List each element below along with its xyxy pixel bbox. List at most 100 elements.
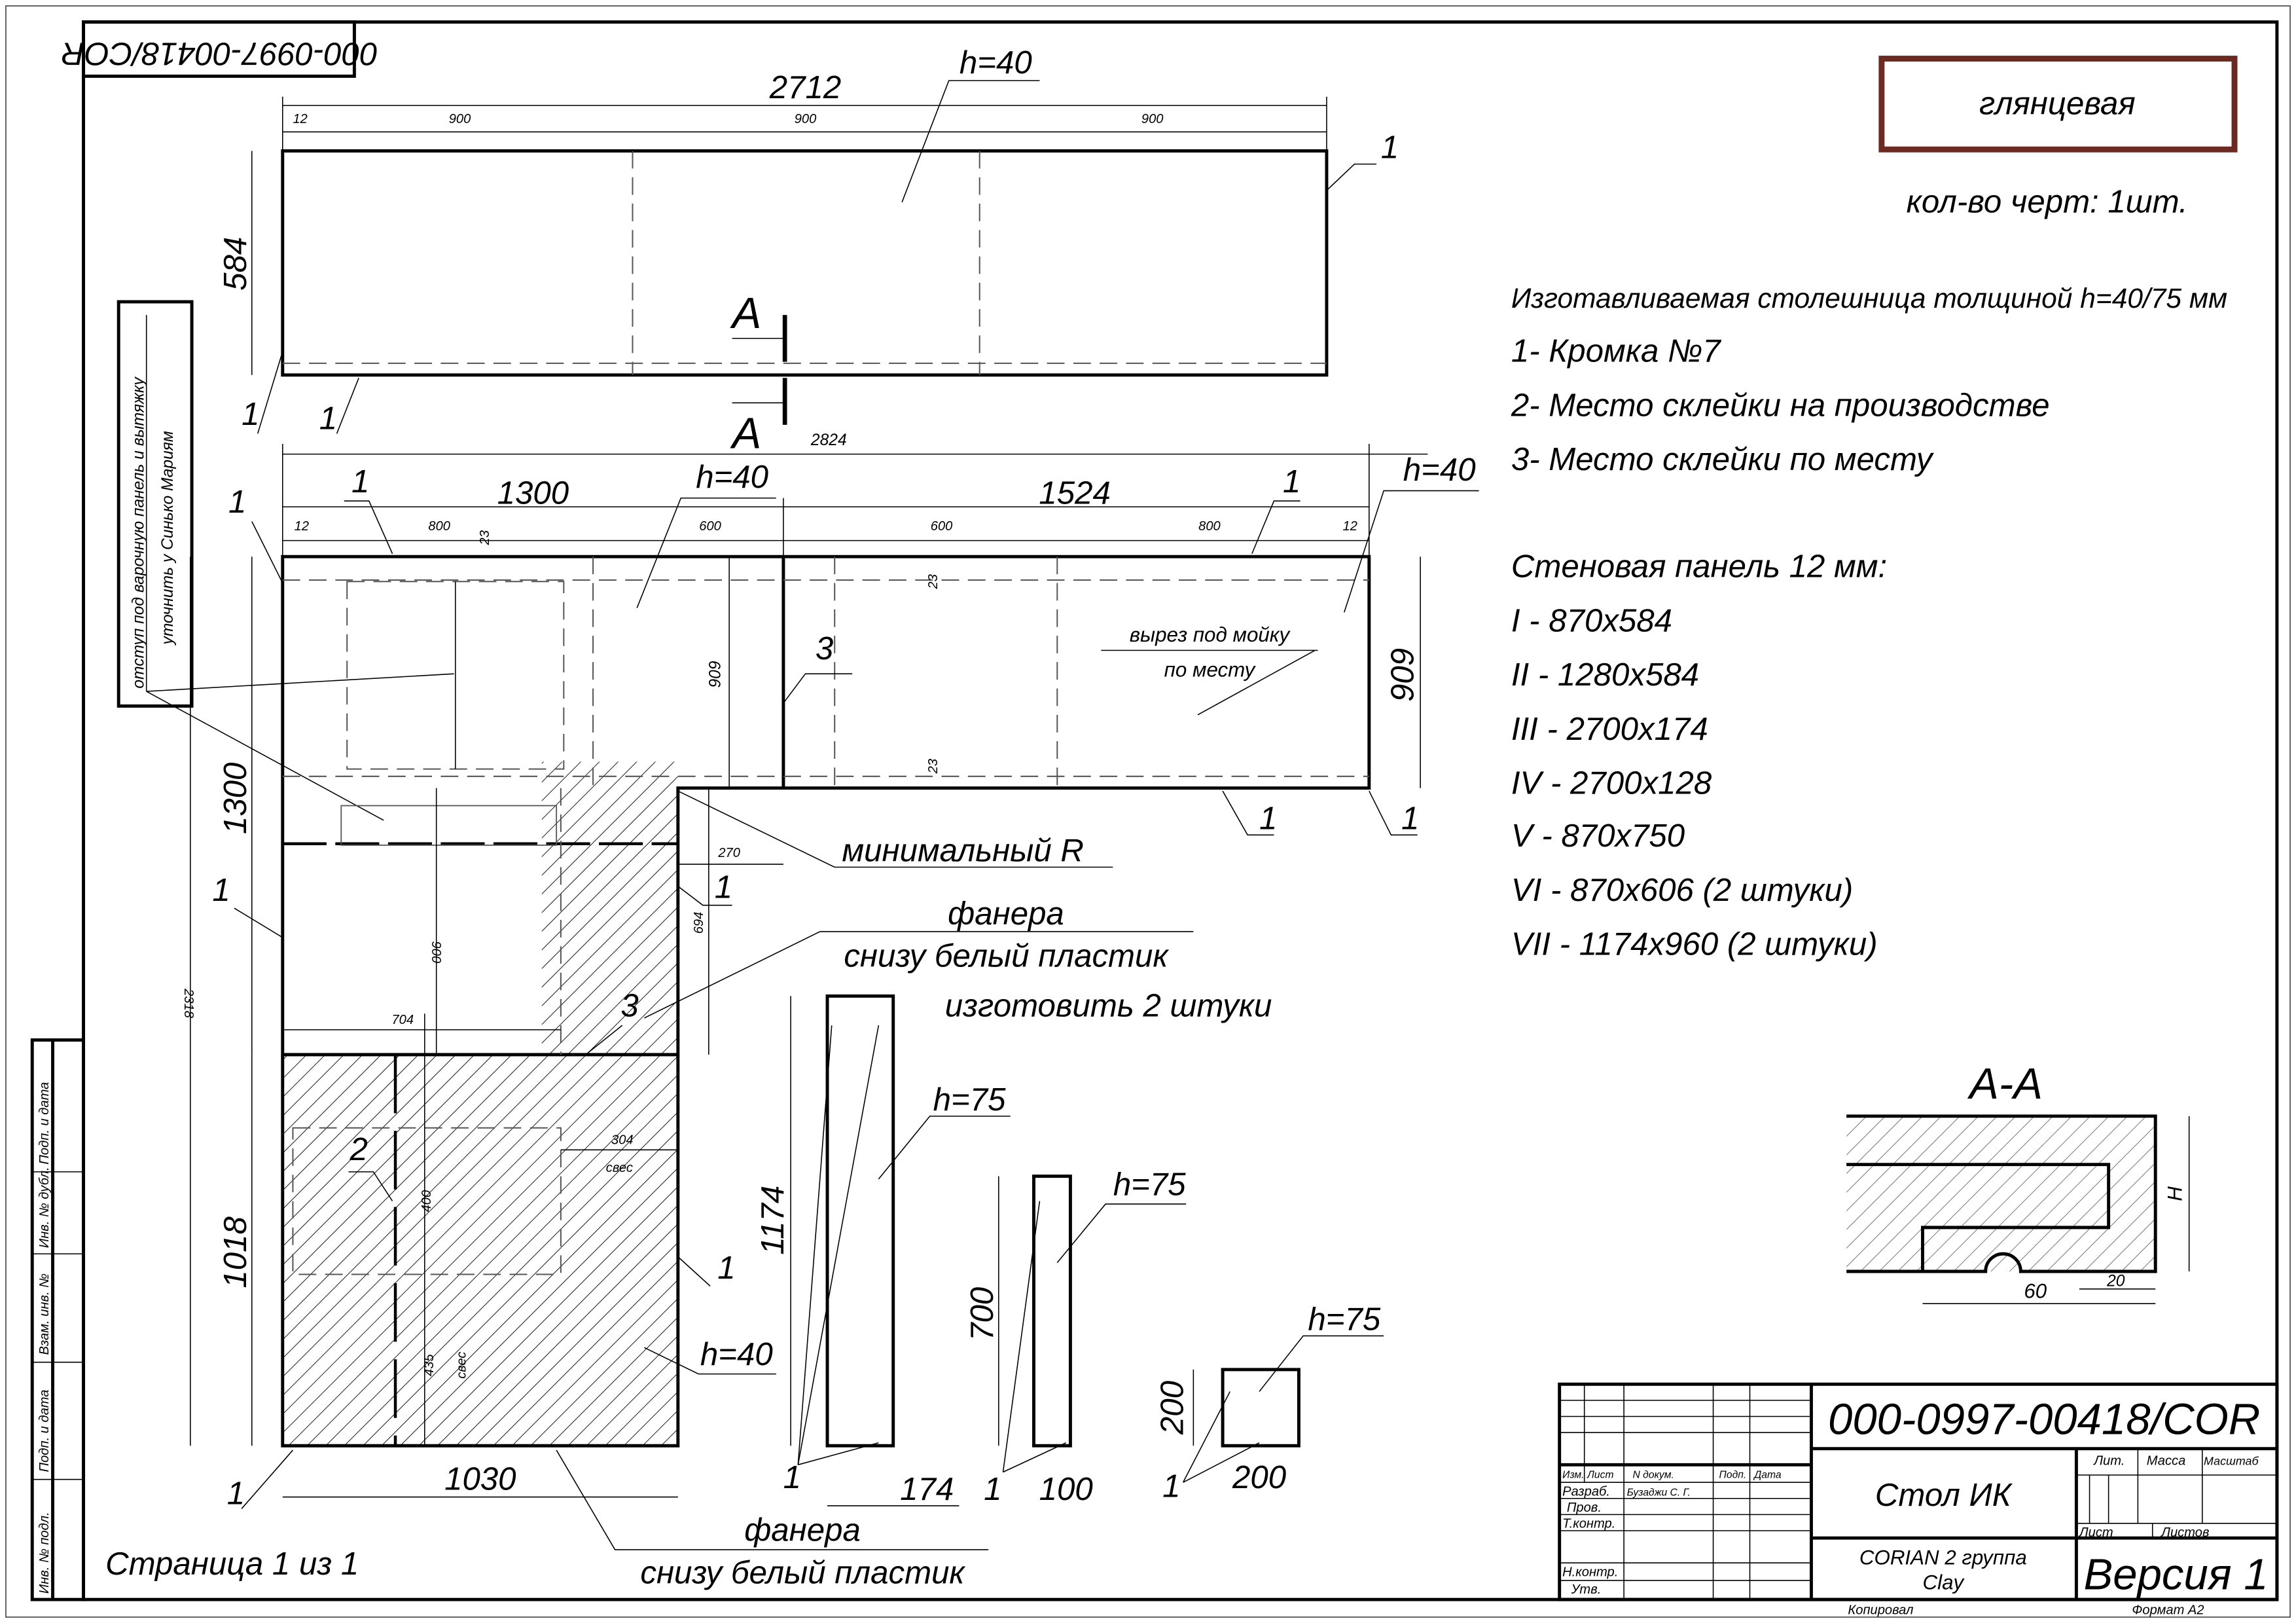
- svg-text:20: 20: [2106, 1272, 2125, 1290]
- svg-text:Листов: Листов: [2160, 1525, 2209, 1540]
- svg-text:23: 23: [478, 530, 492, 545]
- svg-text:вырез под мойку: вырез под мойку: [1130, 623, 1291, 646]
- svg-text:1: 1: [717, 1250, 735, 1286]
- svg-text:Лит.: Лит.: [2092, 1453, 2125, 1468]
- svg-text:1030: 1030: [444, 1461, 516, 1497]
- svg-text:Взам. инв. №: Взам. инв. №: [37, 1273, 52, 1355]
- svg-text:свес: свес: [606, 1161, 633, 1175]
- svg-text:200: 200: [1232, 1459, 1286, 1495]
- svg-text:704: 704: [391, 1013, 414, 1027]
- svg-text:1: 1: [1162, 1468, 1180, 1504]
- svg-text:Подп. и дата: Подп. и дата: [37, 1082, 52, 1165]
- svg-text:12: 12: [295, 519, 309, 534]
- svg-text:Масштаб: Масштаб: [2204, 1454, 2259, 1467]
- svg-text:12: 12: [1343, 519, 1357, 534]
- svg-text:3- Место склейки по месту: 3- Место склейки по месту: [1511, 441, 1935, 477]
- svg-text:A: A: [730, 289, 762, 338]
- svg-text:400: 400: [420, 1190, 434, 1212]
- svg-text:1: 1: [242, 396, 259, 432]
- rotated-doc-stamp: 000-0997-00418/COR: [62, 20, 378, 78]
- doc-number: 000-0997-00418/COR: [1828, 1395, 2260, 1444]
- svg-text:800: 800: [1198, 519, 1221, 534]
- svg-text:304: 304: [611, 1133, 634, 1147]
- svg-text:h=40: h=40: [960, 45, 1032, 81]
- svg-text:100: 100: [1039, 1471, 1093, 1507]
- svg-text:200: 200: [1155, 1381, 1191, 1435]
- svg-text:Лист: Лист: [2078, 1525, 2113, 1540]
- svg-text:Бузаджи С. Г.: Бузаджи С. Г.: [1627, 1487, 1691, 1498]
- side-note: отступ под варочную панель и вытяжку уто…: [117, 300, 454, 821]
- svg-text:A-A: A-A: [1967, 1059, 2043, 1108]
- svg-text:Т.контр.: Т.контр.: [1562, 1517, 1615, 1531]
- svg-text:584: 584: [217, 237, 253, 291]
- svg-text:Копировал: Копировал: [1848, 1603, 1913, 1618]
- svg-text:606: 606: [705, 661, 723, 687]
- notes: Изготавливаемая столешница толщиной h=40…: [1511, 283, 2227, 962]
- svg-text:h=75: h=75: [933, 1082, 1006, 1118]
- svg-text:606: 606: [1384, 647, 1420, 701]
- svg-text:1524: 1524: [1039, 475, 1110, 511]
- svg-text:Разраб.: Разраб.: [1562, 1484, 1610, 1499]
- svg-text:1300: 1300: [217, 763, 253, 834]
- svg-text:Стеновая панель 12 мм:: Стеновая панель 12 мм:: [1511, 549, 1887, 585]
- svg-text:h=75: h=75: [1113, 1167, 1186, 1203]
- svg-text:снизу белый пластик: снизу белый пластик: [844, 938, 1169, 974]
- svg-text:по месту: по месту: [1164, 659, 1257, 682]
- svg-text:1: 1: [984, 1471, 1001, 1507]
- svg-text:600: 600: [931, 519, 953, 534]
- svg-text:12: 12: [293, 112, 307, 126]
- finish-box: глянцевая: [1878, 56, 2238, 153]
- svg-text:фанера: фанера: [948, 896, 1064, 932]
- svg-text:h=75: h=75: [1308, 1301, 1380, 1337]
- svg-text:1: 1: [715, 869, 732, 905]
- svg-text:VI - 870x606 (2 штуки): VI - 870x606 (2 штуки): [1511, 872, 1853, 908]
- svg-text:1: 1: [783, 1459, 801, 1495]
- svg-text:1174: 1174: [755, 1186, 791, 1255]
- svg-text:изготовить 2 штуки: изготовить 2 штуки: [945, 988, 1272, 1024]
- svg-text:Подп.: Подп.: [1719, 1469, 1747, 1480]
- l-panel: 2824 1300 1524 12 800 600 600 800 12 h=4…: [181, 431, 1479, 1591]
- svg-text:270: 270: [717, 846, 740, 860]
- svg-text:3: 3: [620, 988, 638, 1024]
- svg-text:Инв. № подл.: Инв. № подл.: [37, 1512, 52, 1594]
- svg-text:Масса: Масса: [2147, 1453, 2186, 1468]
- section-a-a: A-A 60 20 H: [1846, 1059, 2190, 1304]
- svg-text:900: 900: [449, 112, 471, 126]
- version-label: Версия 1: [2083, 1550, 2268, 1599]
- svg-text:I - 870x584: I - 870x584: [1511, 602, 1672, 638]
- svg-text:h=40: h=40: [696, 459, 768, 495]
- svg-text:Инв. № дубл.: Инв. № дубл.: [37, 1167, 52, 1248]
- title-block: 000-0997-00418/COR Стол ИК CORIAN 2 груп…: [1558, 1382, 2279, 1618]
- svg-text:VII - 1174x960 (2 штуки): VII - 1174x960 (2 штуки): [1511, 926, 1878, 962]
- svg-text:h=40: h=40: [1403, 452, 1476, 488]
- svg-text:уточнить у Синько Мариям: уточнить у Синько Мариям: [159, 431, 177, 646]
- svg-text:60: 60: [2024, 1279, 2047, 1302]
- svg-text:II - 1280x584: II - 1280x584: [1511, 657, 1699, 693]
- svg-text:Изм.: Изм.: [1562, 1469, 1584, 1480]
- outer-border: [5, 5, 2291, 1618]
- svg-text:Лист: Лист: [1587, 1469, 1613, 1480]
- svg-text:900: 900: [429, 941, 443, 963]
- svg-text:минимальный R: минимальный R: [842, 833, 1084, 869]
- side-stamp: Инв. № подл. Подп. и дата Взам. инв. № И…: [30, 1038, 85, 1601]
- svg-text:800: 800: [428, 519, 450, 534]
- svg-text:снизу белый пластик: снизу белый пластик: [640, 1555, 965, 1591]
- svg-text:глянцевая: глянцевая: [1979, 86, 2136, 122]
- svg-text:1: 1: [1401, 800, 1419, 836]
- svg-text:свес: свес: [454, 1352, 469, 1379]
- svg-text:1300: 1300: [497, 475, 569, 511]
- svg-text:23: 23: [926, 758, 941, 774]
- svg-text:N докум.: N докум.: [1633, 1469, 1674, 1480]
- svg-text:Пров.: Пров.: [1567, 1501, 1602, 1515]
- svg-text:600: 600: [699, 519, 721, 534]
- svg-text:A: A: [730, 409, 762, 458]
- svg-text:2: 2: [349, 1131, 367, 1167]
- svg-text:1: 1: [212, 872, 230, 908]
- svg-text:2318: 2318: [181, 988, 196, 1019]
- svg-text:1: 1: [1381, 130, 1399, 166]
- svg-text:2712: 2712: [769, 69, 841, 105]
- svg-text:h=40: h=40: [700, 1336, 773, 1372]
- svg-text:1018: 1018: [217, 1216, 253, 1288]
- svg-text:фанера: фанера: [744, 1512, 861, 1548]
- svg-text:1: 1: [227, 1476, 245, 1512]
